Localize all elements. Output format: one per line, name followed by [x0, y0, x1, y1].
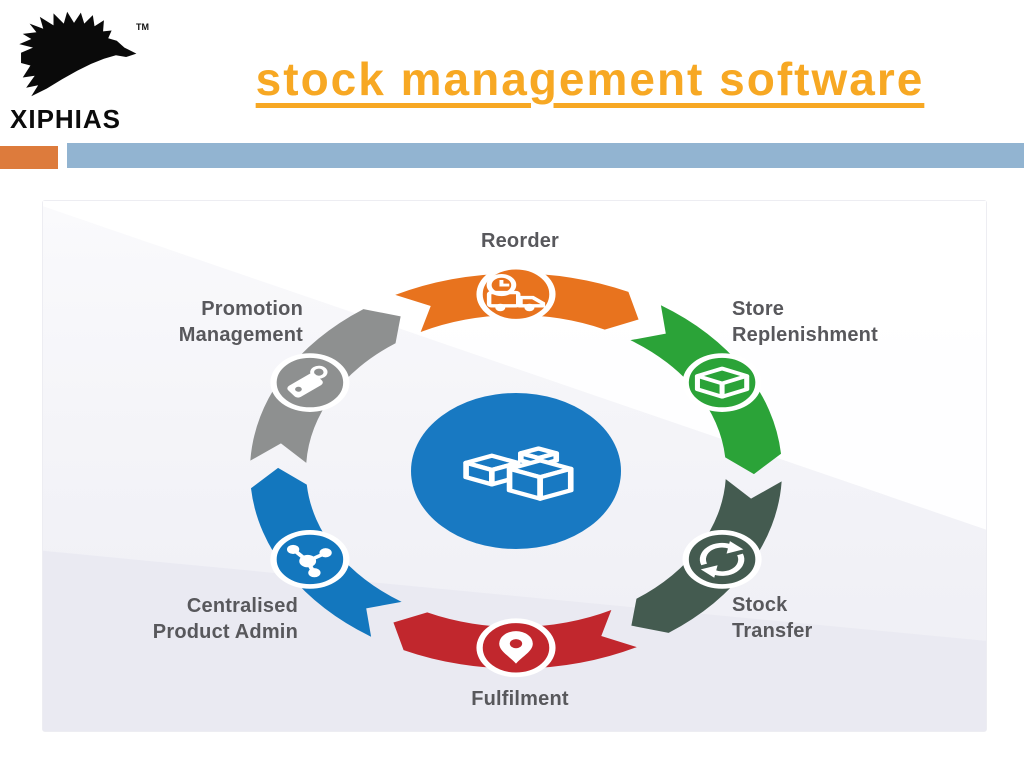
company-logo: TM XIPHIAS [8, 6, 168, 146]
label-promotion-management: Promotion Management [178, 298, 303, 346]
label-centralised-product-admin: Centralised Product Admin [152, 595, 298, 643]
accent-bar-blue [67, 143, 1024, 168]
stock-management-cycle-diagram [250, 264, 782, 678]
page-title: stock management software [170, 52, 1010, 106]
label-fulfilment: Fulfilment [471, 688, 569, 710]
page-title-text: stock management software [255, 53, 925, 105]
accent-bar-orange [0, 146, 58, 169]
brand-name: XIPHIAS [10, 104, 122, 134]
trademark-symbol: TM [136, 22, 149, 32]
stock-transfer-badge [682, 530, 762, 589]
eagle-logo-icon [19, 11, 137, 97]
label-store-replenishment: Store Replenishment [732, 298, 878, 346]
label-stock-transfer: Stock Transfer [732, 594, 813, 642]
label-reorder: Reorder [480, 230, 560, 252]
